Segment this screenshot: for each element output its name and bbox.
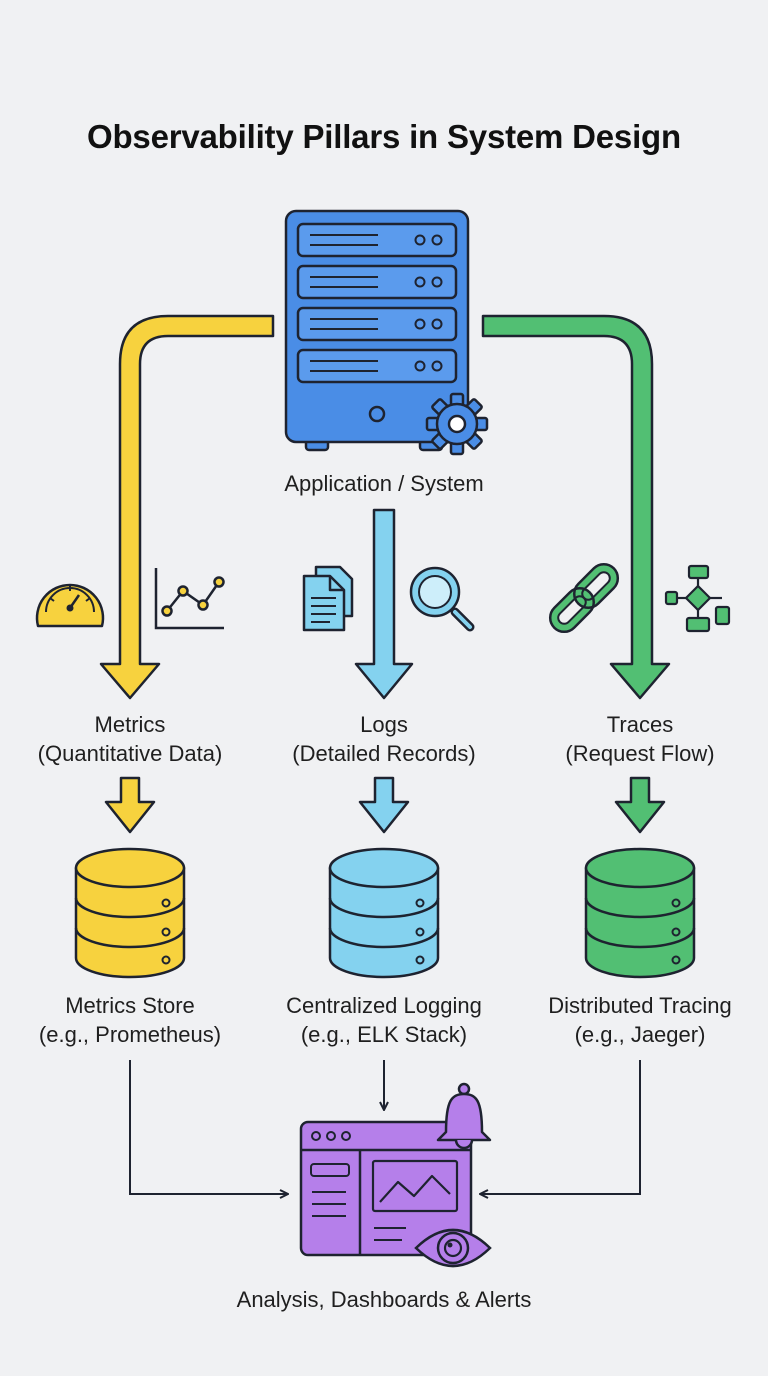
server-slot: [296, 222, 458, 258]
server-slot: [296, 306, 458, 342]
logs-flow-arrow: [354, 508, 414, 700]
traces-database-icon: [584, 847, 696, 979]
store-name: Metrics Store: [65, 993, 195, 1018]
pillar-subtitle: (Quantitative Data): [37, 741, 223, 766]
flow-diagram-icon: [664, 564, 731, 633]
store-example: (e.g., Prometheus): [38, 1022, 222, 1047]
pillar-metrics-label: Metrics (Quantitative Data): [0, 710, 260, 768]
logs-short-arrow: [358, 776, 410, 834]
documents-icon: [302, 565, 354, 632]
store-logs-label: Centralized Logging (e.g., ELK Stack): [244, 991, 524, 1049]
magnifier-icon: [409, 566, 475, 632]
metrics-connector: [129, 1060, 288, 1194]
pillar-name: Traces: [606, 712, 674, 737]
store-metrics-label: Metrics Store (e.g., Prometheus): [0, 991, 260, 1049]
bell-icon: [436, 1082, 492, 1150]
pillar-name: Logs: [360, 712, 408, 737]
dashboard-window-icon: [299, 1120, 473, 1257]
pillar-traces-label: Traces (Request Flow): [510, 710, 768, 768]
server-slot: [296, 348, 458, 384]
pillar-name: Metrics: [94, 712, 166, 737]
logs-database-icon: [328, 847, 440, 979]
gauge-icon: [35, 583, 105, 628]
store-name: Centralized Logging: [286, 993, 482, 1018]
store-name: Distributed Tracing: [548, 993, 732, 1018]
server-icon: [284, 209, 489, 456]
eye-icon: [414, 1228, 492, 1268]
server-slot: [296, 264, 458, 300]
page-title: Observability Pillars in System Design: [87, 118, 681, 155]
metrics-database-icon: [74, 847, 186, 979]
traces-short-arrow: [614, 776, 666, 834]
metrics-flow-arrow: [99, 314, 275, 700]
pillar-logs-label: Logs (Detailed Records): [254, 710, 514, 768]
gear-icon: [425, 392, 489, 456]
traces-flow-arrow: [481, 314, 671, 700]
store-example: (e.g., ELK Stack): [300, 1022, 468, 1047]
source-label: Application / System: [284, 471, 484, 496]
store-traces-label: Distributed Tracing (e.g., Jaeger): [500, 991, 768, 1049]
chain-link-icon: [548, 562, 620, 634]
pillar-subtitle: (Detailed Records): [292, 741, 476, 766]
store-example: (e.g., Jaeger): [574, 1022, 706, 1047]
metrics-short-arrow: [104, 776, 156, 834]
pillar-subtitle: (Request Flow): [565, 741, 715, 766]
line-chart-icon: [154, 568, 225, 630]
sink-label: Analysis, Dashboards & Alerts: [236, 1287, 532, 1312]
traces-connector: [480, 1060, 641, 1194]
